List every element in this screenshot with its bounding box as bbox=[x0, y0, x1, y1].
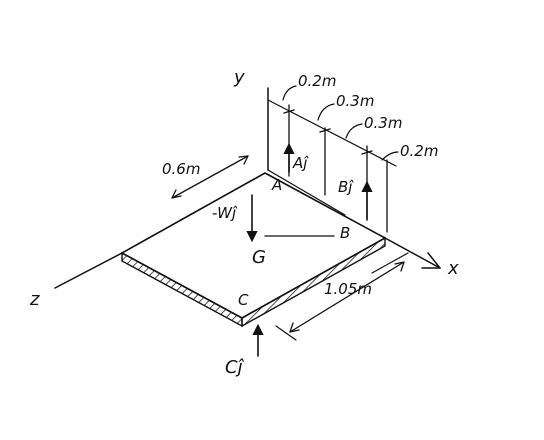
z-axis-line bbox=[54, 252, 123, 289]
x-axis-line bbox=[384, 237, 441, 269]
dim-105-ext-a bbox=[371, 252, 409, 274]
y-axis-label: y bbox=[233, 67, 245, 88]
dim-06-arrow-a bbox=[171, 189, 182, 199]
point-b-label: B bbox=[340, 224, 350, 242]
dim-105-arrow-b bbox=[394, 261, 405, 272]
x-axis-label: x bbox=[447, 258, 459, 279]
dim-leader-1 bbox=[282, 85, 297, 101]
dim-tick-1 bbox=[283, 109, 295, 114]
dim-label-width: 0.6m bbox=[162, 160, 200, 178]
dim-chain-line bbox=[267, 99, 397, 167]
dim-tick-2 bbox=[319, 128, 331, 133]
x-axis-arrowhead bbox=[421, 252, 441, 269]
dim-tick-3 bbox=[361, 150, 373, 155]
dim-leader-4 bbox=[381, 151, 399, 161]
force-a-label: Aĵ bbox=[292, 154, 309, 172]
plate-front-edge bbox=[121, 251, 243, 328]
dim-leader-3 bbox=[345, 123, 363, 139]
point-c-label: C bbox=[238, 291, 249, 309]
dim-105-line bbox=[289, 261, 405, 333]
force-w-label: -Wĵ bbox=[212, 204, 238, 222]
point-a-label: A bbox=[271, 176, 282, 194]
dim-label-4: 0.2m bbox=[400, 142, 438, 160]
dim-105-arrow-a bbox=[289, 322, 300, 333]
dim-leader-2 bbox=[317, 103, 335, 121]
z-axis-label: z bbox=[29, 289, 40, 310]
dim-label-3: 0.3m bbox=[364, 114, 402, 132]
plate-right-edge bbox=[241, 236, 386, 328]
dim-06-arrow-b bbox=[238, 155, 249, 165]
dim-06-line bbox=[171, 155, 249, 199]
dim-105-ext-b bbox=[275, 325, 297, 341]
a-to-b-line bbox=[267, 169, 346, 216]
point-g-label: G bbox=[252, 247, 266, 268]
force-c-label: Cĵ bbox=[225, 357, 245, 378]
dim-label-length: 1.05m bbox=[324, 280, 372, 298]
dim-label-2: 0.3m bbox=[336, 92, 374, 110]
force-b-label: Bĵ bbox=[338, 178, 354, 196]
dim-label-1: 0.2m bbox=[298, 72, 336, 90]
